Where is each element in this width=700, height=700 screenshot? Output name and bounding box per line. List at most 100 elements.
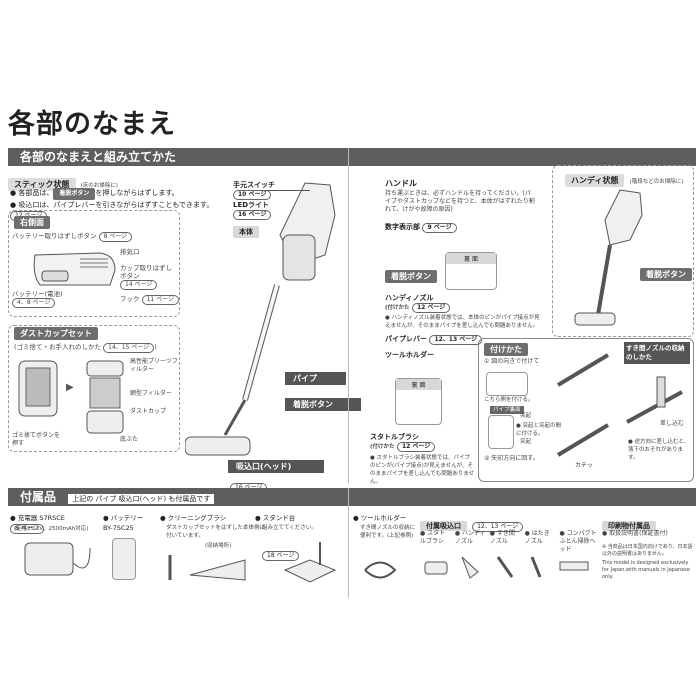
leader-line [255, 190, 310, 191]
pipe-back-label: パイプ裏面 [490, 406, 524, 414]
protrusion-label-2: 突起 [520, 439, 532, 445]
handy-state-tag: ハンディ状態 [565, 174, 625, 187]
holder-label: ● ツールホルダー [353, 514, 407, 522]
stick-state-note: (床のお掃除に) [80, 183, 118, 189]
battery-illustration [112, 538, 136, 580]
print-note-2: This model is designed exclusively for J… [602, 560, 690, 580]
nozzle-list: ● スタトルブラシ ● ハンディノズル ● すき間ノズル ● はたきノズル ● … [420, 530, 598, 554]
back-panel-1: 裏 面 [445, 252, 497, 290]
handy-cleaner-illustration [574, 189, 643, 326]
dustcup-box [8, 325, 180, 452]
tool-holder-label: ツールホルダー [385, 351, 434, 359]
handle-label: ハンドル [385, 179, 417, 188]
print-heading: 印刷物付属品 [602, 513, 656, 532]
charger-illustration [24, 542, 91, 576]
release-button-label: 着脱ボタン [385, 270, 437, 283]
step1-illustration [486, 372, 528, 396]
nozzles-heading: 付属吸込口 12、13 ページ [420, 513, 524, 532]
hook-label: フック 11 ページ [120, 295, 180, 305]
print-item-1: ● 取扱説明書(保証書付) [602, 530, 668, 537]
click-label: カチッ [575, 462, 594, 469]
cup-label: ダストカップ [130, 408, 167, 415]
stick-cleaner-illustration [185, 182, 336, 456]
handy-release-button-label: 着脱ボタン [640, 268, 692, 281]
release-button-label-2: 着脱ボタン [285, 398, 361, 411]
pipe-back-illustration [488, 415, 514, 449]
storage-note: ● 途方向に差し込むと、落下のおそれがあります。 [628, 439, 690, 461]
dustcup-illustration-1 [18, 360, 58, 417]
stand-page-ref: 18 ページ [262, 542, 300, 561]
stick-brush-note: ● スタトルブラシ装着状態では、パイプのピンが(パイプ接点)が見えませんが、その… [370, 455, 475, 485]
attach-step1: ① 図の向きで付けて [484, 358, 540, 365]
battery-label: バッテリー(電池)4、8 ページ [12, 290, 63, 308]
right-side-box [8, 210, 180, 317]
brush-desc: ダストカップセットをはずした本体側に付いています。 [166, 525, 266, 539]
nozzle-item-2: ● すき間ノズル [489, 530, 515, 545]
holder-desc: すき間ノズルの収納に便利です。(上記参照) [360, 525, 416, 539]
stand-label: ● スタンド台 [255, 514, 296, 522]
attach-step1-note: こちら側を付ける。 [484, 397, 534, 403]
dustcup-note: (ゴミ捨て・お手入れのしかた 14、15 ページ) [14, 343, 157, 353]
attach-illustration [556, 353, 610, 457]
stand-illustration [283, 542, 337, 583]
lid-label: 底ぶた [120, 436, 139, 443]
charger-spec: (定格25.2V、2500mAh対応) [14, 526, 89, 532]
nozzles-illustration [424, 556, 589, 579]
handy-state-box [552, 165, 694, 337]
arrow-right-icon: ▶ [66, 382, 74, 393]
protrusion-label: 突起 [520, 413, 532, 419]
stand-desc: 組み立ててください。 [262, 525, 317, 531]
insert-label: 差し込む [660, 420, 685, 427]
stick-state-heading: スティック状態 (床のお掃除に) [8, 172, 118, 191]
storage-illustration [626, 376, 683, 424]
attach-step2: ② 矢印方向に回す。 [484, 455, 539, 462]
body-label: 本体 [233, 226, 259, 238]
pleat-filter-label: 高性能プリーツフィルター [130, 358, 178, 373]
section-header: 各部のなまえと組み立てかた [8, 148, 696, 166]
nozzle-item-3: ● はたきノズル [524, 530, 550, 545]
section-header-label: 各部のなまえと組み立てかた [20, 150, 177, 164]
pipe-label: パイプ [285, 372, 346, 385]
charger-label: ● 充電器 S7RSCE 8 ページ [10, 514, 65, 534]
stick-brush-label: スタトルブラシ(付けかた 12 ページ [370, 432, 436, 452]
nozzle-item-4: ● コンパクトふとん掃除ヘッド [559, 530, 597, 553]
brush-position: (収納場所) [205, 543, 232, 549]
stick-state-tag: スティック状態 [8, 178, 76, 191]
mesh-filter-label: 網型フィルター [130, 390, 172, 397]
accessories-header-note: 上記の パイプ 吸込口(ヘッド) も付属品です [68, 494, 215, 504]
back-label-2: 裏 面 [396, 379, 441, 390]
nozzle-item-1: ● ハンディノズル [454, 530, 486, 545]
pipe-lever-label: パイプレバー 12、13 ページ [385, 334, 483, 345]
back-label-1: 裏 面 [446, 253, 496, 264]
attach-box [478, 338, 694, 482]
handy-nozzle-label: ハンディノズル(付けかた 12 ページ [385, 293, 451, 313]
accessories-header-label: 付属品 [20, 490, 57, 504]
handy-nozzle-note: ● ハンディノズル装着状態では、本体のピンがパイプ接点が見えませんが、そのままパ… [385, 315, 540, 329]
handy-state-heading: ハンディ状態 (階段などのお掃除に) [565, 168, 683, 187]
exhaust-label: 排気口 [120, 248, 140, 256]
holder-illustration [364, 561, 397, 579]
divider [348, 148, 349, 483]
page-title: 各部のなまえ [8, 109, 176, 140]
storage-title: すき間ノズルの収納のしかた [624, 342, 690, 364]
head-label: 吸込口(ヘッド) [228, 460, 324, 473]
handle-desc: 持ち運ぶときは、必ずハンドルを持ってください。(パイプやダストカップなどを持つと… [385, 190, 535, 213]
dustcup-tag: ダストカップセット [14, 327, 98, 340]
accessories-header: 付属品 上記の パイプ 吸込口(ヘッド) も付属品です [8, 488, 696, 506]
right-side-tag: 右側面 [14, 216, 50, 229]
brush-label: ● クリーニングブラシ [160, 514, 227, 522]
divider-2 [348, 488, 349, 598]
release-button-tag: 着脱ボタン [53, 188, 96, 200]
battery-release-label: バッテリー取りはずしボタン 8 ページ [12, 232, 133, 242]
brush-illustration [168, 555, 246, 581]
trash-button-label: ゴミ捨てボタンを押す [12, 432, 61, 447]
dustcup-illustration-2 [86, 360, 124, 434]
bullet-1: ● 各部品は、着脱ボタンを押しながらはずします。 [10, 188, 240, 200]
protrusion-note: ● 突起と突起の間に付ける。 [516, 423, 562, 437]
cup-release-label: カップ取りはずしボタン 14 ページ [120, 264, 172, 290]
cleaner-side-illustration [33, 252, 116, 286]
back-panel-2: 裏 面 [395, 378, 442, 425]
attach-title: 付けかた [484, 343, 528, 356]
